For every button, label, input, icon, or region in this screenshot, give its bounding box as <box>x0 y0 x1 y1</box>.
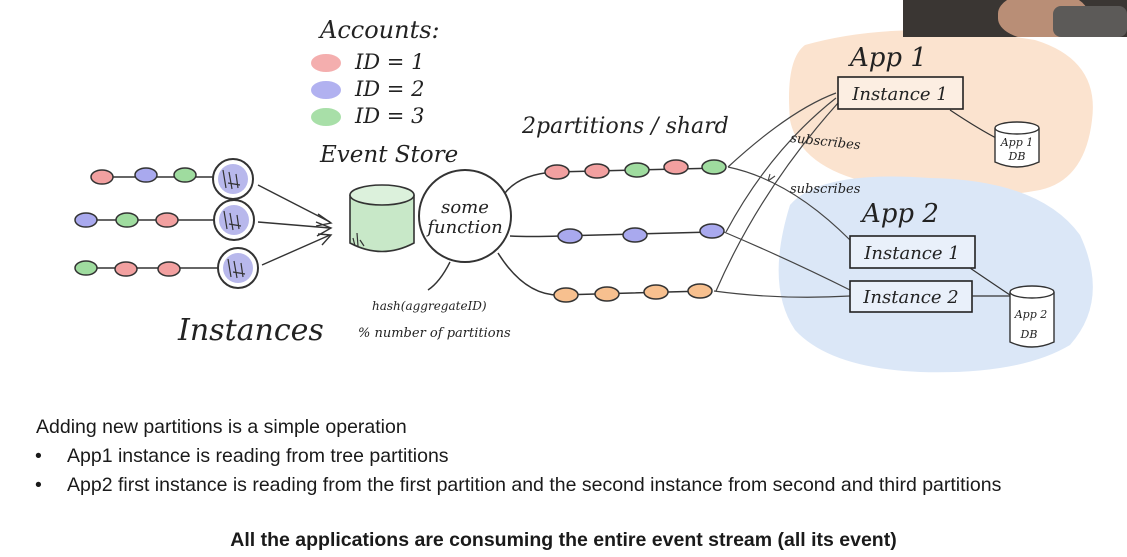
event-dot <box>663 159 689 175</box>
legend-label-1: ID = 1 <box>354 50 424 74</box>
legend-item-2: ID = 2 <box>311 77 424 101</box>
slide-notes: Adding new partitions is a simple operat… <box>35 413 1096 500</box>
event-dot <box>557 228 583 244</box>
event-dot <box>114 261 138 277</box>
notes-bullet-2: App2 first instance is reading from the … <box>35 471 1096 500</box>
app2-instance1-box <box>849 235 976 269</box>
instance-row-1 <box>90 158 254 200</box>
subscribes-label-2: subscribes <box>790 182 861 197</box>
legend-swatch-red <box>311 54 341 72</box>
notes-heading: Adding new partitions is a simple operat… <box>36 416 407 438</box>
partition-2 <box>509 223 725 244</box>
app2-db-cylinder <box>1009 285 1055 348</box>
event-store-cylinder <box>349 184 415 253</box>
app2-db-link-1 <box>969 267 1011 296</box>
event-store-partition-diagram: Accounts: ID = 1 ID = 2 ID = 3 <box>74 16 1093 373</box>
legend-item-1: ID = 1 <box>311 50 424 74</box>
event-dot <box>624 162 650 178</box>
some-function-line2: function <box>425 217 502 238</box>
event-store-label: Event Store <box>319 142 458 168</box>
instance-row-2 <box>74 199 255 241</box>
event-dot <box>115 212 139 228</box>
event-dot <box>622 227 648 243</box>
app1-db-line2: DB <box>1008 150 1026 163</box>
app2-title: App 2 <box>860 199 939 229</box>
event-dot <box>594 286 620 302</box>
legend-swatch-blue <box>311 81 341 99</box>
notes-bullet-list: App1 instance is reading from tree parti… <box>35 442 1096 500</box>
event-dot <box>74 260 98 276</box>
app2-db-line2: DB <box>1020 328 1038 341</box>
event-dot <box>157 261 181 277</box>
legend-item-3: ID = 3 <box>311 104 424 128</box>
app1-db-cylinder <box>994 121 1040 168</box>
event-dot <box>155 212 179 228</box>
partition-3 <box>497 252 713 303</box>
app2-db-line1: App 2 <box>1014 308 1048 321</box>
app1-db-line1: App 1 <box>1000 136 1034 149</box>
app1-background <box>789 30 1093 197</box>
event-dot <box>173 167 197 183</box>
app2-instance2-box <box>849 280 973 313</box>
subscribes-label-1: subscribes <box>790 131 862 153</box>
instance-arrows <box>257 184 333 266</box>
instances-label: Instances <box>177 313 324 348</box>
webcam-overlay <box>903 0 1127 37</box>
event-dot <box>584 163 610 179</box>
partitions-label: 2partitions / shard <box>521 114 729 139</box>
event-dot <box>74 212 98 228</box>
legend-label-2: ID = 2 <box>354 77 424 101</box>
event-dot <box>687 283 713 299</box>
webcam-sleeve <box>1053 6 1127 37</box>
hash-note-line1: hash(aggregateID) <box>372 299 487 313</box>
some-function-line1: some <box>441 197 489 218</box>
event-dot <box>134 167 158 183</box>
app1-instance-label: Instance 1 <box>851 84 947 105</box>
event-dot <box>544 164 570 180</box>
legend-label-3: ID = 3 <box>354 104 424 128</box>
app1-instance-box <box>837 76 964 110</box>
event-dot <box>90 169 114 185</box>
instance-row-3 <box>74 247 259 289</box>
legend-title: Accounts: <box>318 16 440 44</box>
some-function-bubble <box>418 169 512 263</box>
event-dot <box>701 159 727 175</box>
event-dot <box>553 287 579 303</box>
partition-1 <box>504 159 727 194</box>
event-dot <box>643 284 669 300</box>
hash-note-connector <box>427 261 451 291</box>
app1-title: App 1 <box>848 43 927 73</box>
legend-swatch-green <box>311 108 341 126</box>
app2-instance1-label: Instance 1 <box>863 243 959 264</box>
app2-instance2-label: Instance 2 <box>862 287 958 308</box>
hash-note-line2: % number of partitions <box>358 326 511 341</box>
notes-bullet-1: App1 instance is reading from tree parti… <box>35 442 1096 471</box>
subscription-links <box>713 92 851 298</box>
event-dot <box>699 223 725 239</box>
notes-conclusion: All the applications are consuming the e… <box>230 529 897 551</box>
